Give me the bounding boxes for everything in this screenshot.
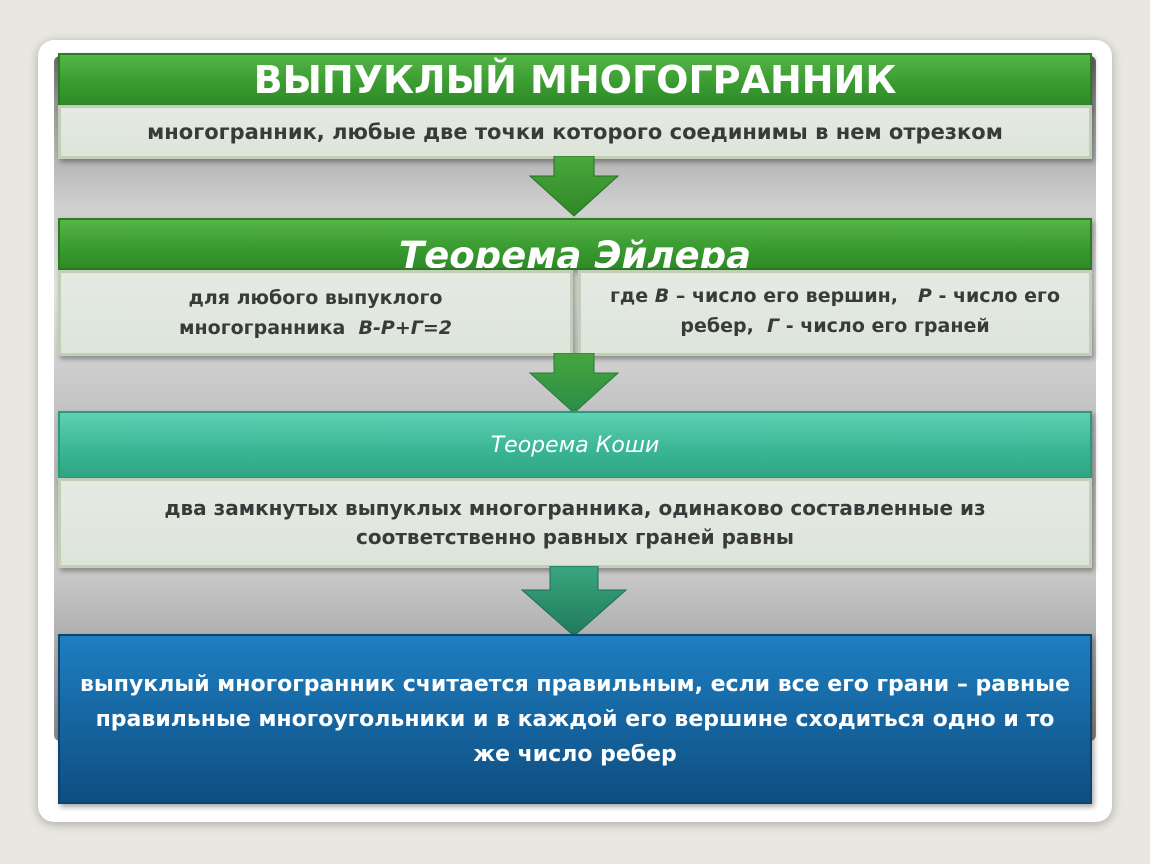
cauchy-title: Теорема Коши [490, 432, 660, 458]
down-arrow-1-icon [528, 156, 620, 217]
euler-title: Теорема Эйлера [398, 234, 752, 270]
title-box: ВЫПУКЛЫЙ МНОГОГРАННИК [58, 53, 1092, 107]
euler-left-box: для любого выпуклого многогранника В-Р+Г… [58, 270, 573, 356]
conclusion-box: выпуклый многогранник считается правильн… [58, 634, 1092, 804]
euler-left-content: для любого выпуклого многогранника В-Р+Г… [166, 283, 466, 343]
euler-v-symbol: В [654, 285, 670, 307]
euler-where: где [609, 285, 649, 307]
conclusion-text: выпуклый многогранник считается правильн… [79, 671, 1071, 767]
down-arrow-2-icon [528, 353, 620, 414]
cauchy-body-box: два замкнутых выпуклых многогранника, од… [58, 478, 1092, 568]
definition-text: многогранник, любые две точки которого с… [147, 120, 1003, 144]
euler-v-desc: – число его вершин, [675, 285, 899, 307]
definition-box: многогранник, любые две точки которого с… [58, 105, 1092, 159]
euler-right-content: где В – число его вершин, Р - число его … [600, 281, 1070, 341]
euler-header: Теорема Эйлера [58, 218, 1092, 270]
euler-g-symbol: Г [767, 315, 780, 337]
euler-formula: В-Р+Г=2 [358, 317, 453, 339]
euler-p-symbol: Р [917, 285, 932, 307]
euler-p-desc: - число его ребер, [680, 285, 1061, 337]
euler-g-desc: - число его граней [785, 315, 990, 337]
cauchy-header: Теорема Коши [58, 411, 1092, 479]
euler-right-box: где В – число его вершин, Р - число его … [578, 270, 1092, 356]
cauchy-text: два замкнутых выпуклых многогранника, од… [164, 496, 986, 549]
euler-left-text: для любого выпуклого многогранника [178, 287, 443, 339]
down-arrow-3-icon [520, 566, 628, 637]
page-title: ВЫПУКЛЫЙ МНОГОГРАННИК [253, 58, 897, 102]
